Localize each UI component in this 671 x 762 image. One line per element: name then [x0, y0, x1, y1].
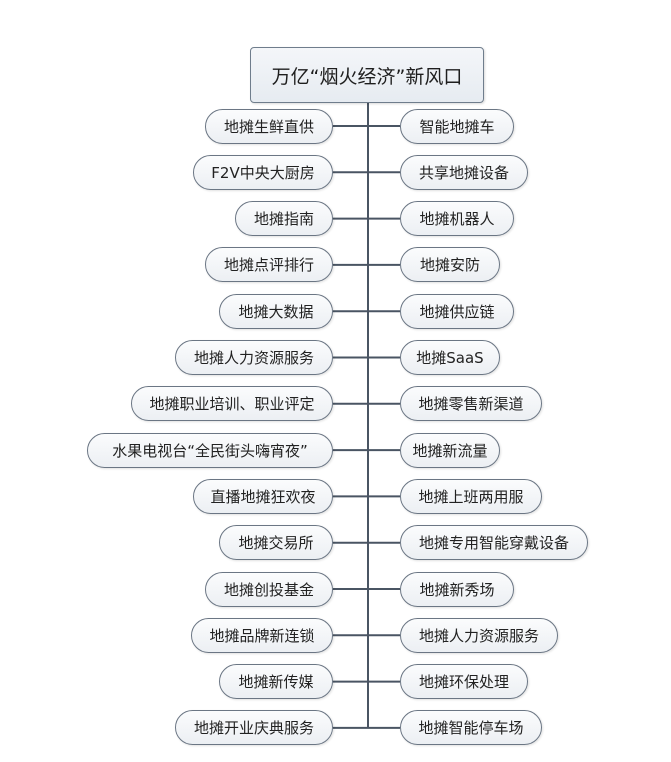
- right-branch-node: 地摊新流量: [400, 432, 500, 468]
- left-branch-node: 地摊大数据: [219, 293, 333, 329]
- right-branch-node: 地摊上班两用服: [400, 478, 542, 514]
- right-branch-node: 地摊SaaS: [400, 340, 500, 375]
- right-branch-node: 地摊零售新渠道: [400, 386, 542, 422]
- right-branch-node: 地摊供应链: [400, 293, 514, 329]
- left-branch-node: 水果电视台“全民街头嗨宵夜”: [87, 432, 333, 468]
- right-branch-node: 地摊环保处理: [400, 664, 528, 700]
- right-branch-node: 地摊智能停车场: [400, 710, 542, 746]
- left-branch-node: 地摊交易所: [219, 525, 333, 561]
- left-branch-node: 地摊指南: [235, 201, 333, 237]
- left-branch-node: F2V中央大厨房: [193, 154, 333, 190]
- left-branch-node: 地摊人力资源服务: [175, 340, 333, 375]
- left-branch-node: 地摊品牌新连锁: [191, 617, 333, 653]
- left-branch-node: 地摊创投基金: [205, 571, 333, 607]
- root-topic: 万亿“烟火经济”新风口: [250, 47, 484, 103]
- right-branch-node: 地摊机器人: [400, 201, 514, 237]
- right-branch-node: 智能地摊车: [400, 108, 514, 144]
- left-branch-node: 地摊点评排行: [205, 247, 333, 283]
- left-branch-node: 地摊开业庆典服务: [175, 710, 333, 746]
- right-branch-node: 地摊人力资源服务: [400, 617, 558, 653]
- right-branch-node: 地摊新秀场: [400, 571, 514, 607]
- right-branch-node: 共享地摊设备: [400, 154, 528, 190]
- left-branch-node: 直播地摊狂欢夜: [193, 478, 333, 514]
- right-branch-node: 地摊安防: [400, 247, 500, 283]
- left-branch-node: 地摊新传媒: [219, 664, 333, 700]
- left-branch-node: 地摊职业培训、职业评定: [131, 386, 333, 422]
- right-branch-node: 地摊专用智能穿戴设备: [400, 525, 588, 561]
- left-branch-node: 地摊生鲜直供: [205, 108, 333, 144]
